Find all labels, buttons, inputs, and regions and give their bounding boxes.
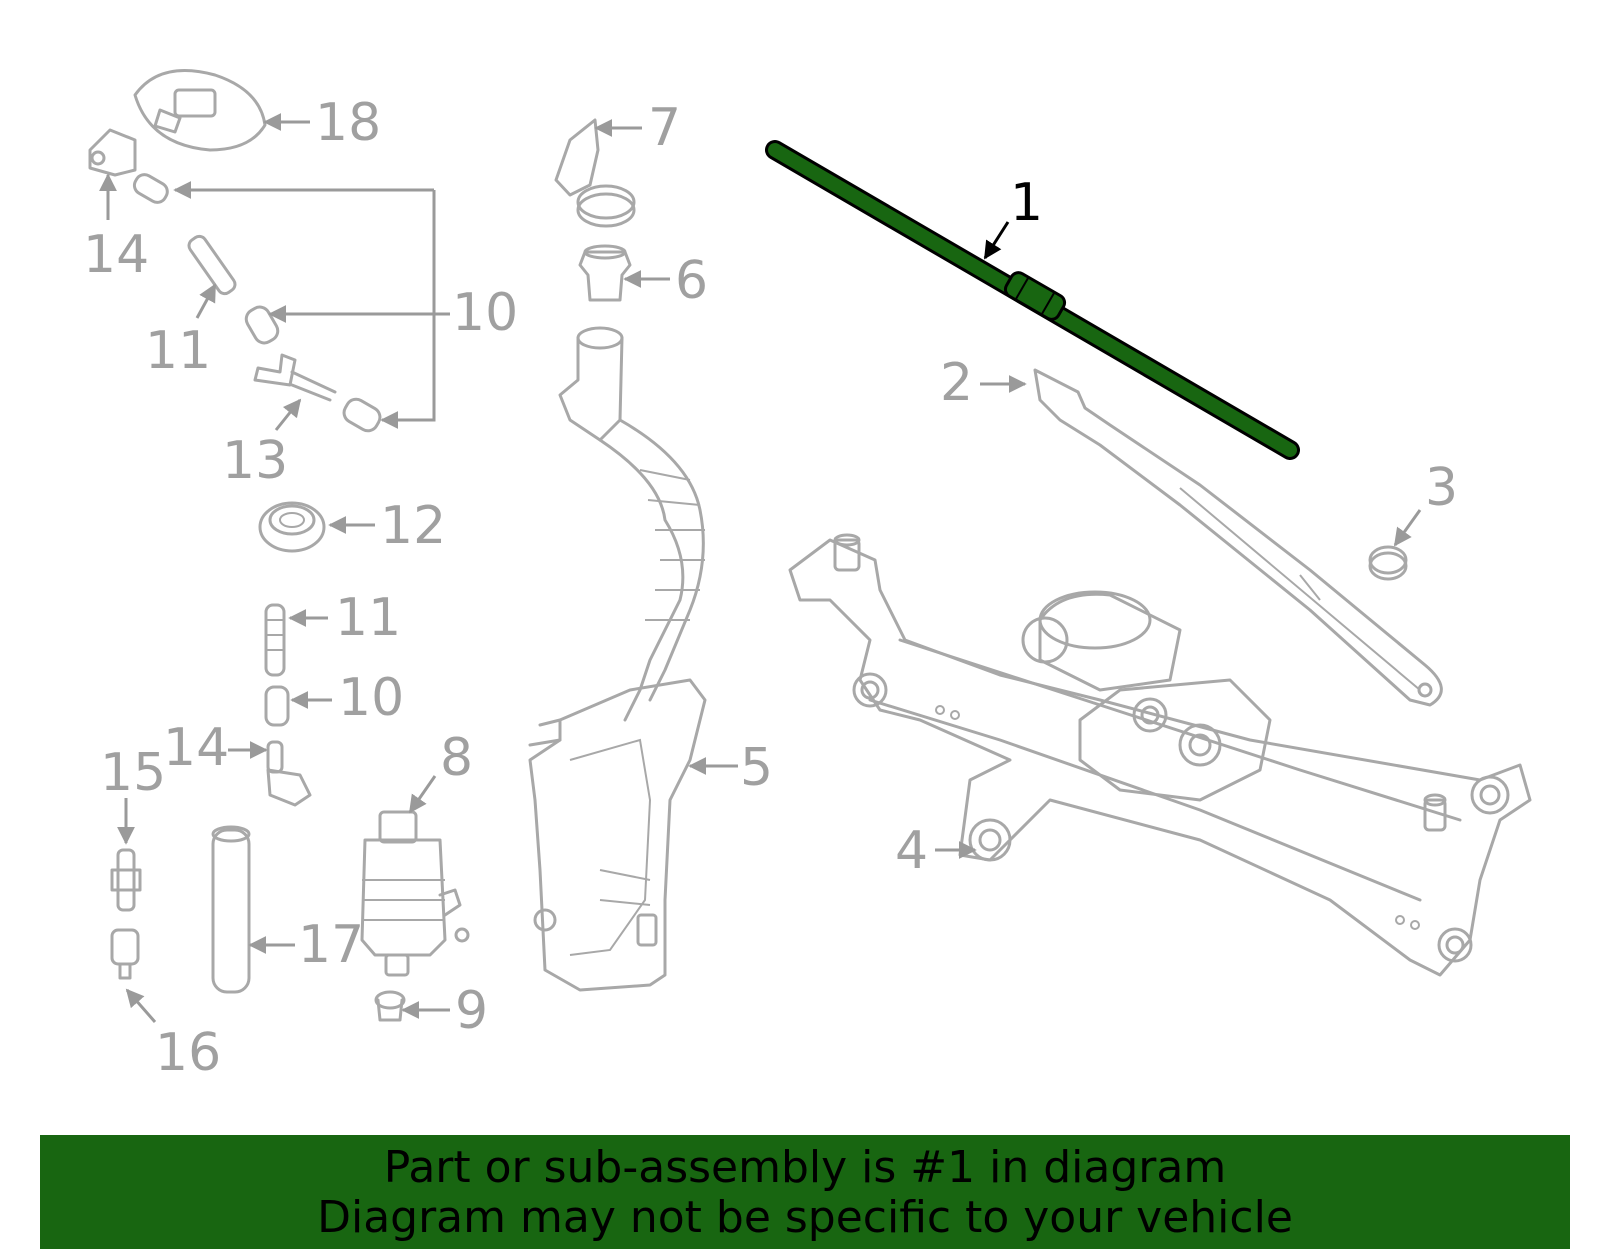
callout-11b: 11 (335, 588, 401, 648)
callout-7: 7 (648, 98, 681, 158)
hose-part-17 (211, 825, 251, 994)
nozzle-part-11b (264, 603, 286, 677)
jet-part-14a (88, 128, 137, 177)
banner-line-1: Part or sub-assembly is #1 in diagram (383, 1142, 1227, 1193)
grommet-part-9 (374, 990, 406, 1022)
y-connector-part-13 (253, 353, 337, 402)
callout-6: 6 (675, 251, 708, 311)
callout-16: 16 (155, 1023, 221, 1083)
filler-cap-part-7 (554, 118, 636, 228)
jet-part-14b (266, 740, 312, 807)
check-valve-part-15 (110, 848, 142, 912)
nozzle-housing-part-18 (133, 69, 267, 152)
washer-pump-part-8 (360, 810, 470, 977)
parts-diagram: 1 2 3 4 5 6 7 8 9 10 10 11 11 12 13 14 1… (83, 69, 1532, 1083)
callout-3: 3 (1425, 458, 1458, 518)
filler-adapter-part-6 (578, 244, 632, 302)
callout-14b: 14 (163, 718, 229, 778)
wiper-blade-part-1[interactable] (765, 140, 1300, 460)
callout-18: 18 (315, 93, 381, 153)
hose-part-10b (264, 685, 290, 727)
connector-part-16 (110, 928, 140, 980)
callout-15: 15 (100, 743, 166, 803)
nozzle-part-11a (187, 234, 237, 296)
banner-line-2: Diagram may not be specific to your vehi… (317, 1192, 1293, 1243)
callout-13: 13 (222, 431, 288, 491)
wiper-linkage-part-4 (788, 533, 1532, 977)
cap-part-3 (1368, 545, 1408, 581)
callout-2: 2 (940, 353, 973, 413)
callout-4: 4 (895, 821, 928, 881)
callout-1: 1 (1010, 173, 1043, 233)
callout-14a: 14 (83, 225, 149, 285)
washer-reservoir-part-5 (528, 326, 707, 992)
callout-12: 12 (380, 496, 446, 556)
callout-10a: 10 (452, 283, 518, 343)
grommet-part-12 (258, 501, 326, 553)
leader-lines (99, 113, 1422, 1023)
hose-connector-part-10a (132, 173, 382, 433)
callout-10b: 10 (338, 668, 404, 728)
wiper-arm-part-2 (1033, 368, 1443, 707)
callout-5: 5 (740, 738, 773, 798)
callout-11a: 11 (145, 321, 211, 381)
callout-17: 17 (298, 915, 364, 975)
info-banner: Part or sub-assembly is #1 in diagram Di… (40, 1135, 1570, 1249)
callout-9: 9 (455, 981, 488, 1041)
callout-8: 8 (440, 728, 473, 788)
